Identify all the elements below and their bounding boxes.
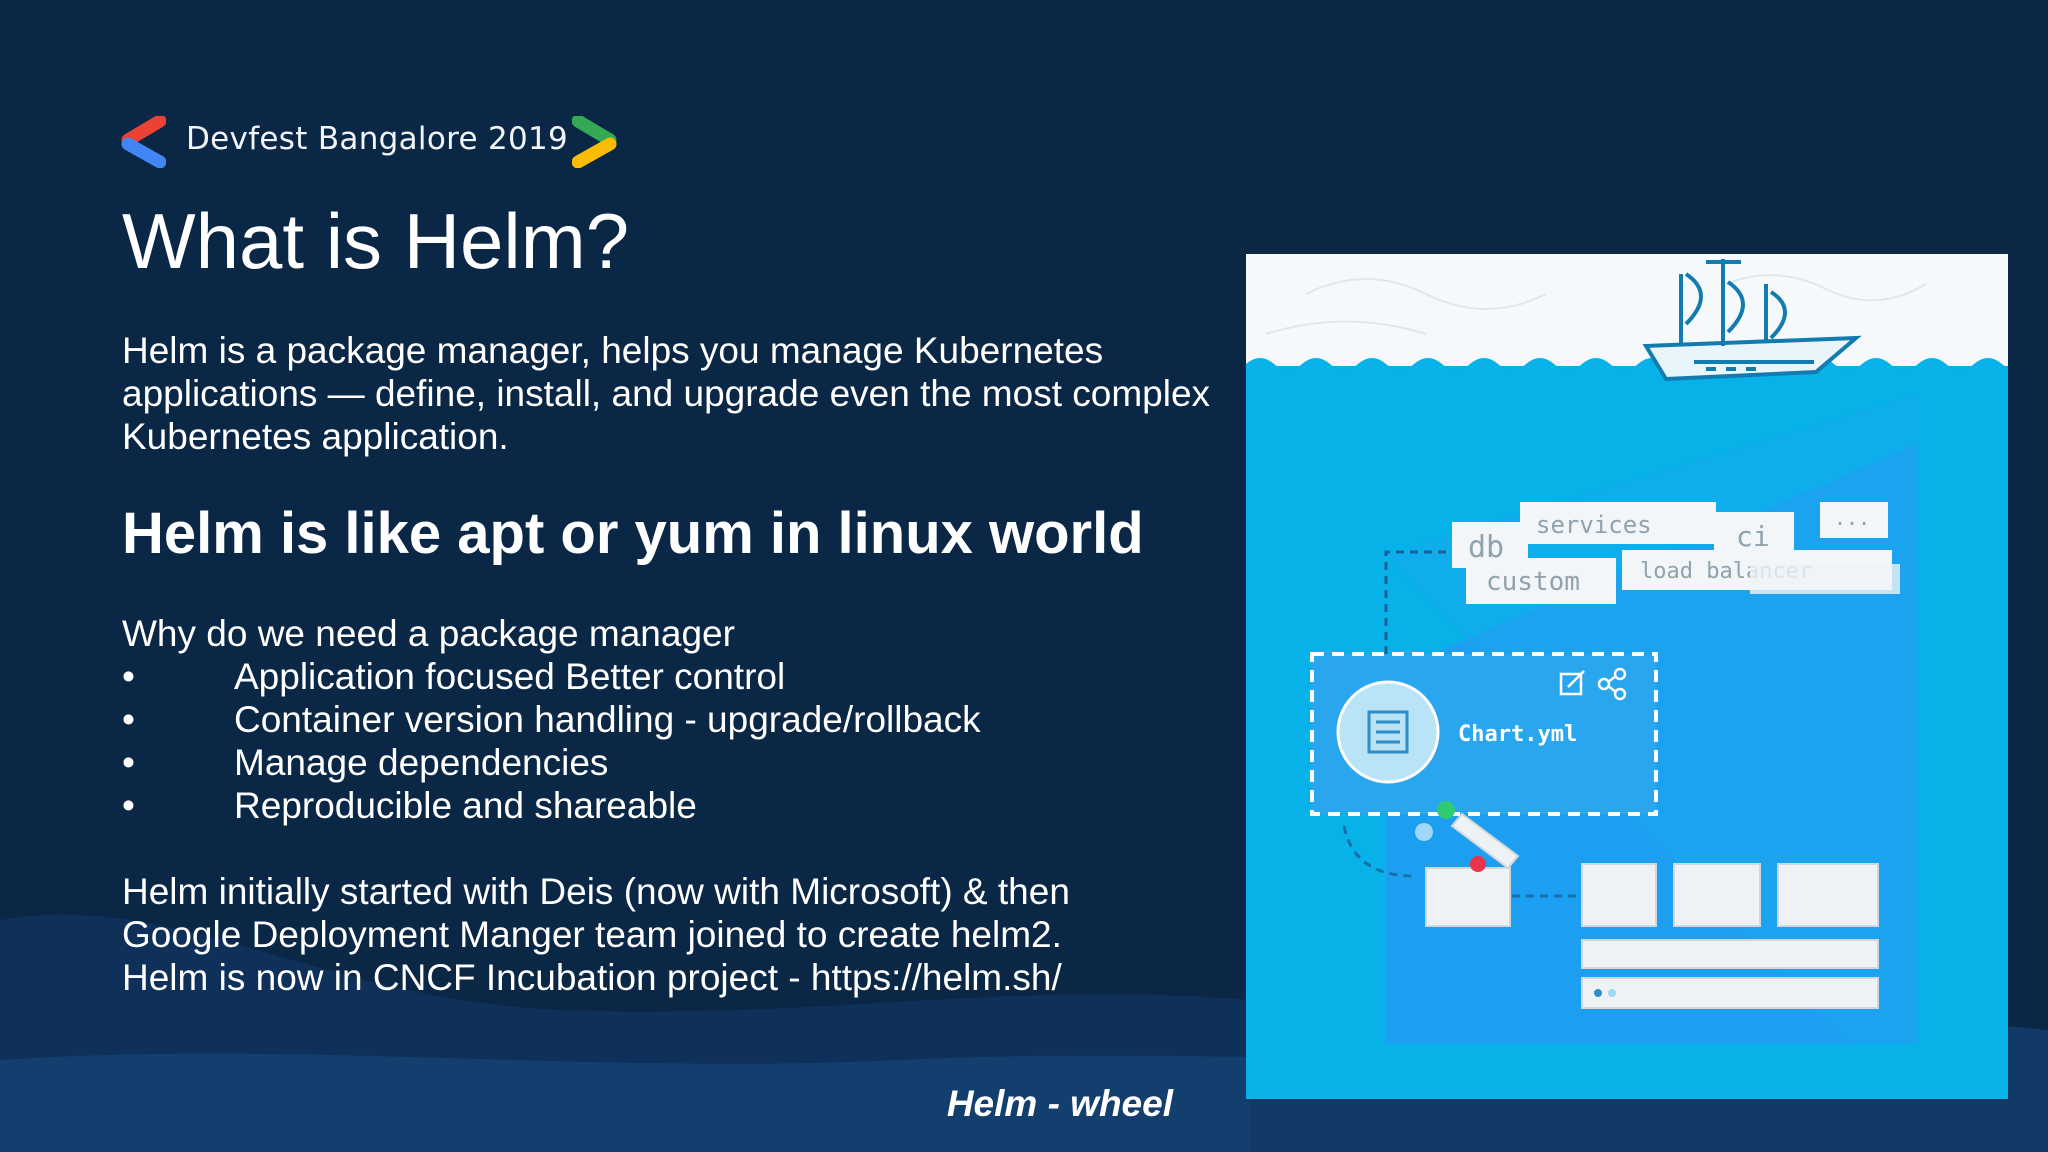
chevron-right-logo (572, 116, 617, 168)
bullet-icon: • (122, 656, 135, 697)
share-icon (1597, 667, 1627, 701)
bullet-text: Container version handling - upgrade/rol… (234, 699, 981, 740)
resource-block (1581, 863, 1657, 927)
bullet-text: Manage dependencies (234, 742, 609, 783)
tag-custom (1466, 558, 1616, 604)
illustration-sky (1246, 254, 2008, 366)
history-line: Google Deployment Manger team joined to … (122, 914, 1062, 955)
package-box-icon (1425, 812, 1520, 927)
chevron-left-logo (121, 116, 166, 168)
ship-icon (1642, 259, 1862, 382)
list-item: • Reproducible and shareable (122, 784, 981, 827)
why-heading: Why do we need a package manager (122, 613, 735, 654)
bullet-icon: • (122, 785, 135, 826)
resource-block (1777, 863, 1879, 927)
tag-more (1820, 502, 1888, 538)
resource-bar (1581, 977, 1879, 1009)
chart-file-name: Chart.yml (1458, 722, 1577, 747)
bullet-text: Application focused Better control (234, 656, 786, 697)
edit-icon (1559, 670, 1585, 696)
slide-subtitle: Helm is like apt or yum in linux world (122, 501, 1144, 566)
tag-label: custom (1486, 567, 1580, 597)
intro-paragraph: Helm is a package manager, helps you man… (122, 330, 1211, 457)
tag-label: services (1536, 511, 1652, 539)
history-line: Helm initially started with Deis (now wi… (122, 871, 1070, 912)
bullet-icon: • (122, 699, 135, 740)
list-item: • Manage dependencies (122, 741, 981, 784)
devfest-brand: Devfest Bangalore 2019 (114, 110, 634, 170)
history-paragraph: Helm initially started with Deis (now wi… (122, 870, 1242, 999)
bullet-icon: • (122, 742, 135, 783)
tag-services (1520, 502, 1716, 544)
document-icon (1367, 710, 1409, 754)
brand-name: Devfest Bangalore 2019 (186, 121, 569, 157)
tag-label: ci (1736, 520, 1770, 553)
resource-block (1673, 863, 1761, 927)
history-line: Helm is now in CNCF Incubation project -… (122, 957, 1062, 998)
topo-lines (1265, 274, 1927, 335)
resource-bar (1581, 939, 1879, 969)
list-item: • Application focused Better control (122, 655, 981, 698)
illustration-caption: Helm - wheel (946, 1083, 1173, 1124)
slide-title: What is Helm? (122, 197, 630, 285)
list-item: • Container version handling - upgrade/ro… (122, 698, 981, 741)
tag-label: ... (1834, 506, 1870, 530)
bullet-text: Reproducible and shareable (234, 785, 697, 826)
helm-illustration: services db ci ... custom load balancer … (1246, 254, 2008, 1099)
reasons-list: • Application focused Better control • Con… (122, 655, 981, 827)
